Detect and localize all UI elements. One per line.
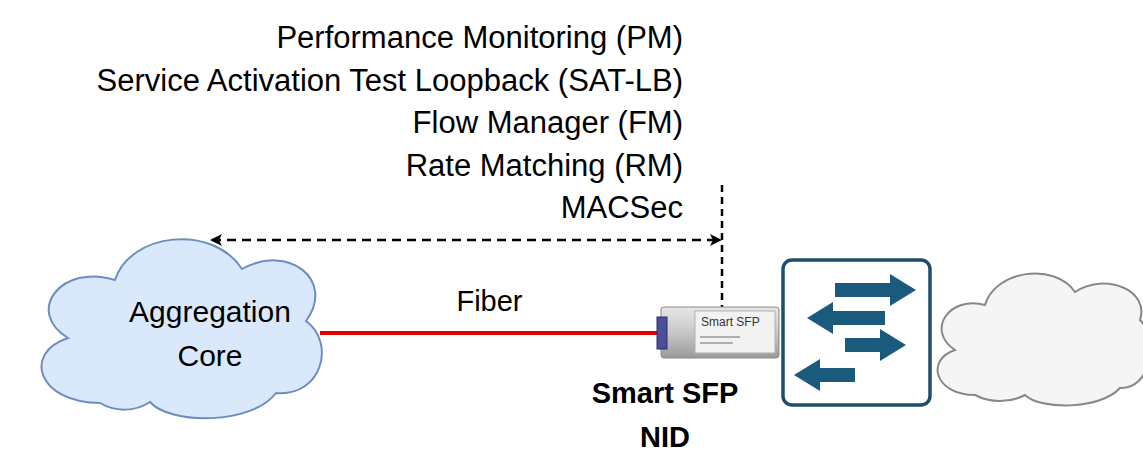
switch-arrow — [845, 329, 906, 361]
feature-label: Rate Matching (RM) — [97, 145, 683, 188]
fiber-link — [320, 331, 659, 335]
node-title: Aggregation Core — [115, 290, 305, 378]
feature-list: Performance Monitoring (PM)Service Activ… — [97, 17, 683, 230]
switch-arrow — [835, 274, 916, 306]
feature-label: Flow Manager (FM) — [97, 102, 683, 145]
switch-icon — [783, 260, 930, 405]
demarcation-line — [721, 185, 724, 308]
scope-arrow — [212, 239, 720, 242]
switch-arrow — [794, 359, 855, 391]
network-cloud — [938, 273, 1143, 405]
switch-arrow — [807, 302, 885, 334]
sfp-drawing — [655, 305, 780, 360]
sfp-body — [661, 307, 779, 358]
cloud-node: Aggregation Core — [20, 225, 330, 420]
device-caption: Smart SFP NID — [575, 371, 755, 459]
sfp-module: Smart SFPSmart SFP NID — [655, 305, 780, 360]
sfp-fine-print — [700, 342, 733, 344]
feature-label: MACSec — [97, 187, 683, 230]
sfp-connector — [657, 317, 667, 349]
module-label: Smart SFP — [701, 315, 760, 329]
edge-label: Fiber — [390, 283, 590, 319]
sfp-fine-print — [700, 336, 740, 338]
feature-label: Performance Monitoring (PM) — [97, 17, 683, 60]
cloud-shape — [42, 239, 322, 418]
feature-label: Service Activation Test Loopback (SAT-LB… — [97, 60, 683, 103]
sfp-sticker — [695, 311, 775, 353]
